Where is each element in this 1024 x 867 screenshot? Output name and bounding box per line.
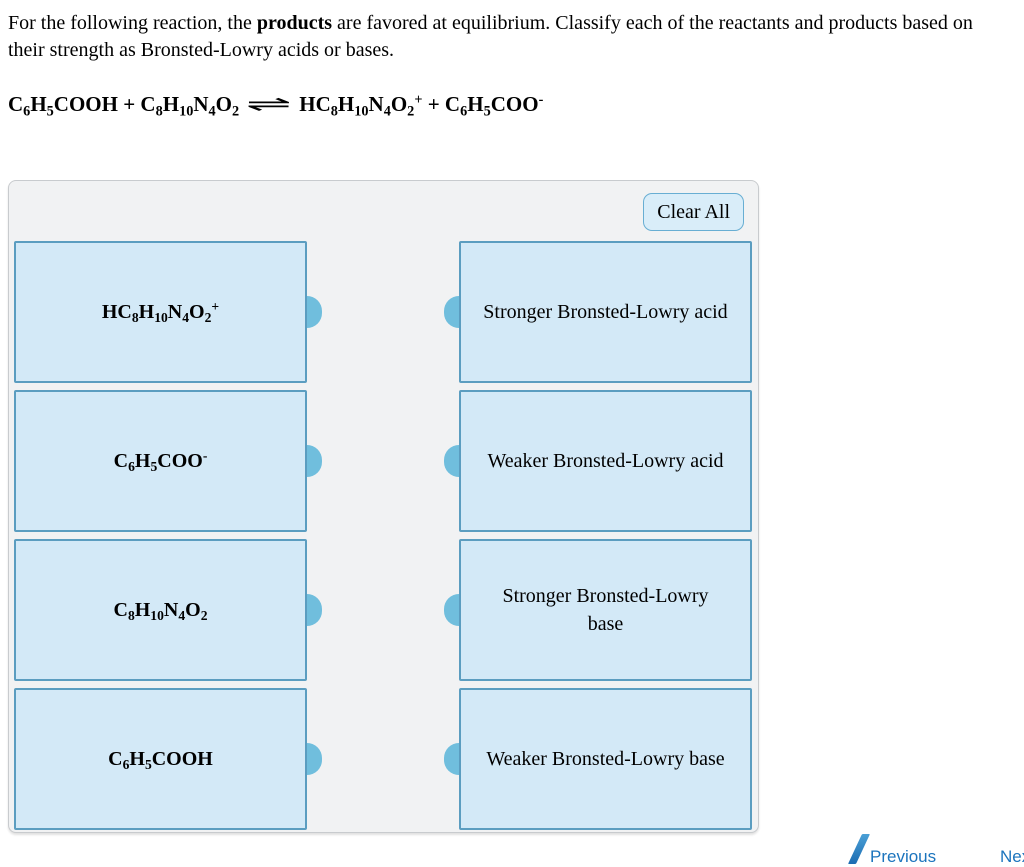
question-emphasis: products: [256, 12, 333, 34]
reaction-equation: C6H5COOH + C8H10N4O2 ⇌ HC8H10N4O2+ + C6H…: [8, 91, 544, 120]
matching-panel: Clear All HC8H10N4O2+ Stronger Bronsted-…: [8, 180, 759, 833]
connector-socket-icon: [444, 594, 459, 626]
question-text: For the following reaction, the products…: [8, 10, 1014, 64]
drop-target-weaker-acid[interactable]: Weaker Bronsted-Lowry acid: [444, 390, 752, 532]
matching-row: C8H10N4O2 Stronger Bronsted-Lowry base: [14, 539, 752, 681]
matching-row: HC8H10N4O2+ Stronger Bronsted-Lowry acid: [14, 241, 752, 383]
connector-stub-icon: [307, 445, 322, 477]
connector-socket-icon: [444, 296, 459, 328]
item-formula: C8H10N4O2: [113, 598, 208, 623]
question-suffix: are favored at equilibrium. Classify eac…: [8, 12, 973, 61]
item-formula: C6H5COOH: [108, 747, 213, 772]
target-label: Stronger Bronsted-Lowry acid: [483, 301, 728, 323]
draggable-item-c6h5coo-minus[interactable]: C6H5COO-: [14, 390, 322, 532]
connector-stub-icon: [307, 296, 322, 328]
target-label: Weaker Bronsted-Lowry acid: [487, 450, 724, 472]
matching-rows: HC8H10N4O2+ Stronger Bronsted-Lowry acid…: [14, 241, 752, 837]
draggable-item-c8h10n4o2[interactable]: C8H10N4O2: [14, 539, 322, 681]
previous-icon: [848, 834, 870, 864]
connector-stub-icon: [307, 743, 322, 775]
target-label: Stronger Bronsted-Lowry base: [502, 585, 709, 635]
connector-socket-icon: [444, 445, 459, 477]
item-formula: HC8H10N4O2+: [101, 298, 220, 325]
draggable-item-c6h5cooh[interactable]: C6H5COOH: [14, 688, 322, 830]
matching-row: C6H5COO- Weaker Bronsted-Lowry acid: [14, 390, 752, 532]
drop-target-stronger-base[interactable]: Stronger Bronsted-Lowry base: [444, 539, 752, 681]
target-label: Weaker Bronsted-Lowry base: [486, 748, 725, 770]
previous-label: Previous: [870, 847, 937, 866]
question-prefix: For the following reaction, the: [8, 12, 257, 34]
previous-link[interactable]: Previous: [848, 834, 937, 867]
draggable-item-hc8h10n4o2-plus[interactable]: HC8H10N4O2+: [14, 241, 322, 383]
connector-socket-icon: [444, 743, 459, 775]
drop-target-stronger-acid[interactable]: Stronger Bronsted-Lowry acid: [444, 241, 752, 383]
matching-row: C6H5COOH Weaker Bronsted-Lowry base: [14, 688, 752, 830]
clear-all-button[interactable]: Clear All: [643, 193, 744, 231]
connector-stub-icon: [307, 594, 322, 626]
next-link[interactable]: Next: [1000, 847, 1024, 866]
drop-target-weaker-base[interactable]: Weaker Bronsted-Lowry base: [444, 688, 752, 830]
item-formula: C6H5COO-: [113, 447, 208, 474]
